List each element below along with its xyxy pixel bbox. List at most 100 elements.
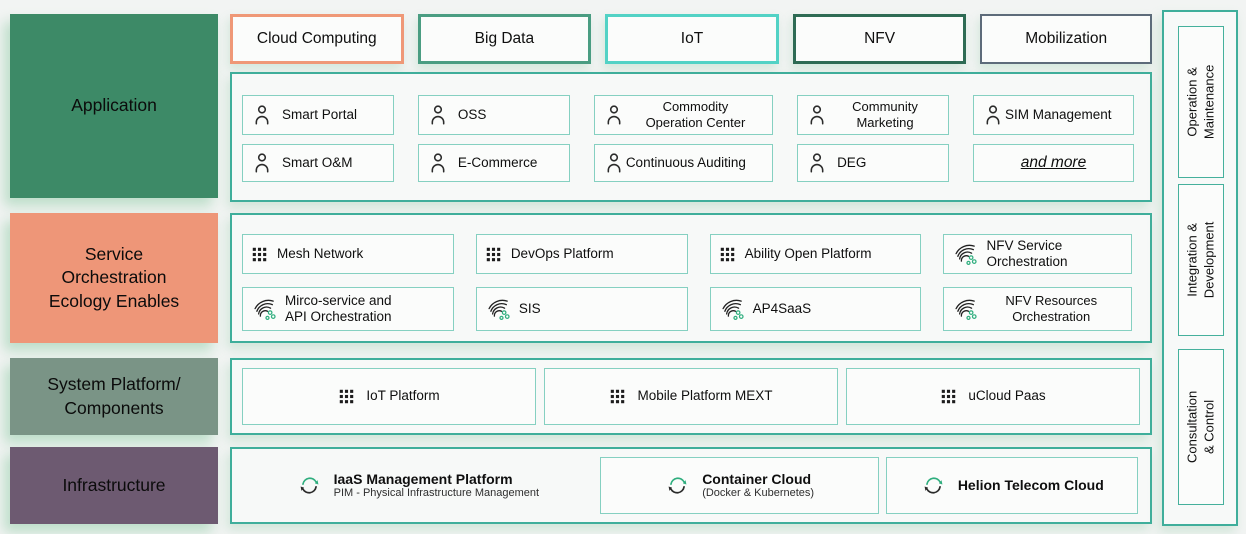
layer-infrastructure: Infrastructure	[10, 447, 218, 524]
inf-item-title: Container Cloud	[702, 470, 812, 487]
sys-item-mobile-platform-mext: Mobile Platform MEXT	[544, 368, 838, 425]
person-icon	[427, 104, 449, 126]
person-icon	[806, 152, 828, 174]
inf-item-title: IaaS Management Platform	[333, 470, 513, 487]
rail-item-consultation-control: Consultation & Control	[1178, 349, 1224, 505]
tab-mobilization-label: Mobilization	[1025, 30, 1108, 47]
layer-system-platform-label: System Platform/ Components	[47, 373, 181, 418]
sys-item-label: Mobile Platform MEXT	[637, 388, 773, 404]
tab-mobilization: Mobilization	[980, 14, 1152, 64]
rail-item-operation-maintenance: Operation & Maintenance	[1178, 26, 1224, 178]
app-item-label: Smart Portal	[282, 106, 358, 122]
tab-cloud-computing: Cloud Computing	[230, 14, 404, 64]
svc-item-nfv-service-orchestration: NFV Service Orchestration	[943, 234, 1132, 274]
app-item-label: SIM Management	[1004, 106, 1112, 122]
app-item-e-commerce: E-Commerce	[417, 144, 570, 182]
rail-item-label: Consultation & Control	[1184, 390, 1216, 464]
svc-item-micro-service-api-orchestration: Mirco-service and API Orchestration	[242, 287, 454, 331]
app-item-label: Continuous Auditing	[625, 154, 746, 170]
tab-big-data: Big Data	[417, 14, 592, 64]
app-item-smart-portal: Smart Portal	[242, 95, 394, 135]
cloud-cycle-icon	[920, 475, 947, 496]
inf-item-helion-telecom-cloud: Helion Telecom Cloud	[885, 457, 1138, 514]
svc-item-label: SIS	[518, 300, 541, 316]
app-item-smart-om: Smart O&M	[242, 144, 394, 182]
inf-item-iaas-management-platform: IaaS Management Platform PIM - Physical …	[242, 457, 593, 514]
sys-item-label: IoT Platform	[366, 388, 440, 404]
inf-item-title: Helion Telecom Cloud	[957, 477, 1104, 494]
swirl-icon	[251, 298, 276, 321]
grid-icon	[719, 246, 736, 263]
svc-item-label: Mirco-service and API Orchestration	[285, 292, 392, 324]
swirl-icon	[485, 298, 510, 321]
person-icon	[806, 104, 828, 126]
person-icon	[251, 104, 273, 126]
svc-item-label: Ability Open Platform	[744, 245, 872, 261]
swirl-icon	[952, 298, 977, 321]
app-item-commodity-operation-center: Commodity Operation Center	[593, 95, 774, 135]
application-section: Smart Portal OSS Commodity Operation Cen…	[230, 72, 1152, 202]
app-item-label: DEG	[837, 154, 867, 170]
app-item-label: Community Marketing	[852, 99, 918, 130]
app-item-deg: DEG	[797, 144, 949, 182]
right-rail-section: Operation & Maintenance Integration & De…	[1162, 10, 1238, 526]
svc-item-ability-open-platform: Ability Open Platform	[709, 234, 922, 274]
app-item-community-marketing: Community Marketing	[797, 95, 949, 135]
app-item-oss: OSS	[417, 95, 570, 135]
layer-system-platform: System Platform/ Components	[10, 358, 218, 435]
svc-item-label: AP4SaaS	[752, 300, 812, 316]
tab-nfv-label: NFV	[864, 30, 896, 47]
person-icon	[982, 104, 1004, 126]
sys-item-iot-platform: IoT Platform	[242, 368, 536, 425]
person-icon	[603, 152, 625, 174]
app-item-label: E-Commerce	[457, 154, 538, 170]
layer-application-label: Application	[71, 95, 157, 116]
grid-icon	[940, 388, 957, 405]
rail-item-integration-development: Integration & Development	[1178, 184, 1224, 336]
tab-big-data-label: Big Data	[474, 30, 535, 47]
category-tabs-row: Cloud Computing Big Data IoT NFV Mobiliz…	[230, 14, 1152, 64]
and-more-label: and more	[1020, 154, 1087, 171]
app-item-label: Commodity Operation Center	[645, 99, 746, 130]
svc-item-sis: SIS	[475, 287, 688, 331]
grid-icon	[485, 246, 502, 263]
rail-item-label: Integration & Development	[1184, 221, 1217, 299]
cloud-cycle-icon	[664, 475, 691, 496]
svc-item-mesh-network: Mesh Network	[242, 234, 454, 274]
system-platform-section: IoT Platform Mobile Platform MEXT uCloud…	[230, 358, 1152, 435]
svc-item-label: DevOps Platform	[510, 245, 614, 261]
person-icon	[251, 152, 273, 174]
inf-item-container-cloud: Container Cloud (Docker & Kubernetes)	[599, 457, 879, 514]
grid-icon	[338, 388, 355, 405]
app-item-label: Smart O&M	[282, 154, 353, 170]
layer-service-orchestration-label: Service Orchestration Ecology Enables	[48, 243, 180, 311]
layer-service-orchestration: Service Orchestration Ecology Enables	[10, 213, 218, 343]
swirl-icon	[719, 298, 744, 321]
layer-infrastructure-label: Infrastructure	[62, 474, 166, 495]
grid-icon	[251, 246, 268, 263]
app-item-label: OSS	[457, 106, 487, 122]
svc-item-label: NFV Resources Orchestration	[1005, 293, 1098, 324]
svc-item-label: NFV Service Orchestration	[986, 237, 1068, 269]
tab-nfv: NFV	[792, 14, 967, 64]
inf-item-subtitle: (Docker & Kubernetes)	[702, 487, 815, 500]
sys-item-label: uCloud Paas	[968, 388, 1046, 404]
swirl-icon	[952, 243, 977, 266]
layer-application: Application	[10, 14, 218, 198]
service-orchestration-section: Mesh Network DevOps Platform Ability Ope…	[230, 213, 1152, 343]
svc-item-nfv-resources-orchestration: NFV Resources Orchestration	[943, 287, 1132, 331]
sys-item-ucloud-paas: uCloud Paas	[846, 368, 1140, 425]
person-icon	[427, 152, 449, 174]
infrastructure-section: IaaS Management Platform PIM - Physical …	[230, 447, 1152, 524]
tab-iot: IoT	[605, 14, 779, 64]
grid-icon	[609, 388, 626, 405]
person-icon	[603, 104, 625, 126]
svc-item-devops-platform: DevOps Platform	[475, 234, 688, 274]
tab-cloud-computing-label: Cloud Computing	[256, 30, 377, 47]
app-item-sim-management: SIM Management	[972, 95, 1134, 135]
svc-item-label: Mesh Network	[277, 245, 364, 261]
app-item-and-more: and more	[972, 144, 1134, 182]
cloud-cycle-icon	[296, 475, 323, 496]
app-item-continuous-auditing: Continuous Auditing	[593, 144, 774, 182]
rail-item-label: Operation & Maintenance	[1184, 64, 1217, 140]
